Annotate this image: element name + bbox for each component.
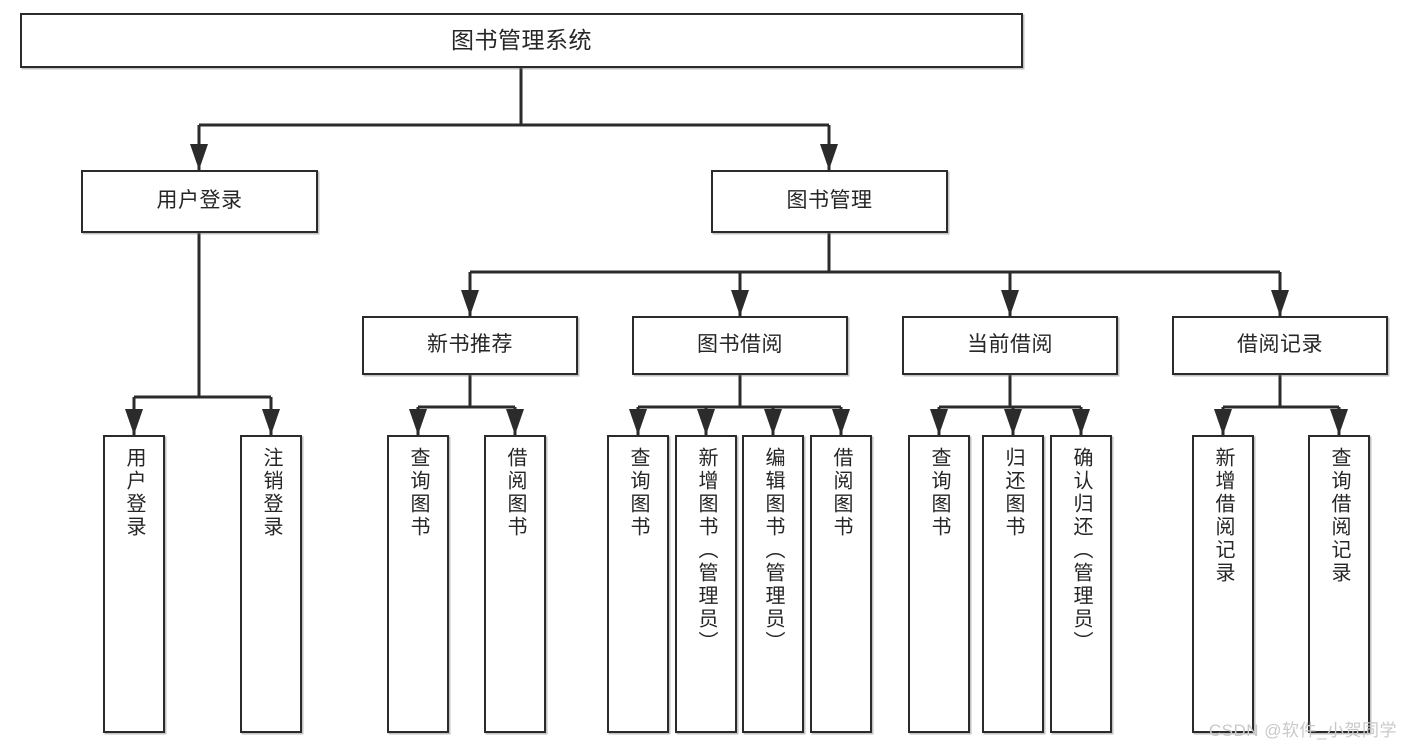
node-leaf-edit-book-admin[interactable]: 编辑图书（管理员） (742, 435, 804, 733)
node-leaf-borrow-book-rec[interactable]: 借阅图书 (484, 435, 546, 733)
node-label: 注销登录 (260, 447, 282, 539)
arrowhead-icon (731, 290, 749, 316)
node-new-book-recommend[interactable]: 新书推荐 (362, 316, 578, 375)
node-label: 查询图书 (928, 447, 950, 539)
node-label: 查询借阅记录 (1328, 447, 1350, 585)
node-leaf-borrow-book-br[interactable]: 借阅图书 (810, 435, 872, 733)
node-leaf-query-book-cb[interactable]: 查询图书 (908, 435, 970, 733)
node-leaf-query-book-br[interactable]: 查询图书 (607, 435, 669, 733)
arrowhead-icon (629, 409, 647, 435)
node-label: 新增借阅记录 (1212, 447, 1234, 585)
arrowhead-icon (832, 409, 850, 435)
node-label: 图书管理 (786, 189, 873, 213)
node-root[interactable]: 图书管理系统 (20, 13, 1023, 68)
arrowhead-icon (506, 409, 524, 435)
arrowhead-icon (1072, 409, 1090, 435)
arrowhead-icon (409, 409, 427, 435)
node-label: 查询图书 (407, 447, 429, 539)
node-label: 当前借阅 (967, 333, 1053, 357)
arrowhead-icon (1271, 290, 1289, 316)
arrowhead-icon (820, 144, 838, 170)
node-label: 归还图书 (1002, 447, 1024, 539)
node-leaf-return-book[interactable]: 归还图书 (982, 435, 1044, 733)
arrowhead-icon (1001, 290, 1019, 316)
arrowhead-icon (461, 290, 479, 316)
node-leaf-query-book-rec[interactable]: 查询图书 (387, 435, 449, 733)
node-label: 查询图书 (627, 447, 649, 539)
node-label: 图书管理系统 (451, 26, 592, 53)
node-label: 确认归还（管理员） (1070, 447, 1092, 654)
node-label: 借阅记录 (1237, 333, 1323, 357)
node-book-borrow[interactable]: 图书借阅 (632, 316, 848, 375)
node-label: 用户登录 (156, 189, 243, 213)
arrowhead-icon (190, 144, 208, 170)
arrowhead-icon (930, 409, 948, 435)
node-leaf-query-borrow-record[interactable]: 查询借阅记录 (1308, 435, 1370, 733)
node-label: 编辑图书（管理员） (762, 447, 784, 654)
arrowhead-icon (125, 409, 143, 435)
arrowhead-icon (1330, 409, 1348, 435)
node-leaf-user-login[interactable]: 用户登录 (103, 435, 165, 733)
arrowhead-icon (1214, 409, 1232, 435)
node-user-login[interactable]: 用户登录 (81, 170, 318, 233)
node-leaf-confirm-return-admin[interactable]: 确认归还（管理员） (1050, 435, 1112, 733)
node-borrow-records[interactable]: 借阅记录 (1172, 316, 1388, 375)
node-label: 新增图书（管理员） (695, 447, 717, 654)
node-leaf-add-book-admin[interactable]: 新增图书（管理员） (675, 435, 737, 733)
node-label: 新书推荐 (427, 333, 513, 357)
arrowhead-icon (697, 409, 715, 435)
node-leaf-add-borrow-record[interactable]: 新增借阅记录 (1192, 435, 1254, 733)
node-label: 借阅图书 (830, 447, 852, 539)
watermark: CSDN @软件_小贺同学 (1208, 721, 1397, 740)
node-label: 用户登录 (123, 447, 145, 539)
node-book-manage[interactable]: 图书管理 (711, 170, 948, 233)
node-current-borrow[interactable]: 当前借阅 (902, 316, 1118, 375)
arrowhead-icon (1004, 409, 1022, 435)
arrowhead-icon (262, 409, 280, 435)
node-label: 借阅图书 (504, 447, 526, 539)
node-label: 图书借阅 (697, 333, 783, 357)
node-leaf-user-logout[interactable]: 注销登录 (240, 435, 302, 733)
arrowhead-icon (764, 409, 782, 435)
edge-group (132, 68, 1341, 435)
